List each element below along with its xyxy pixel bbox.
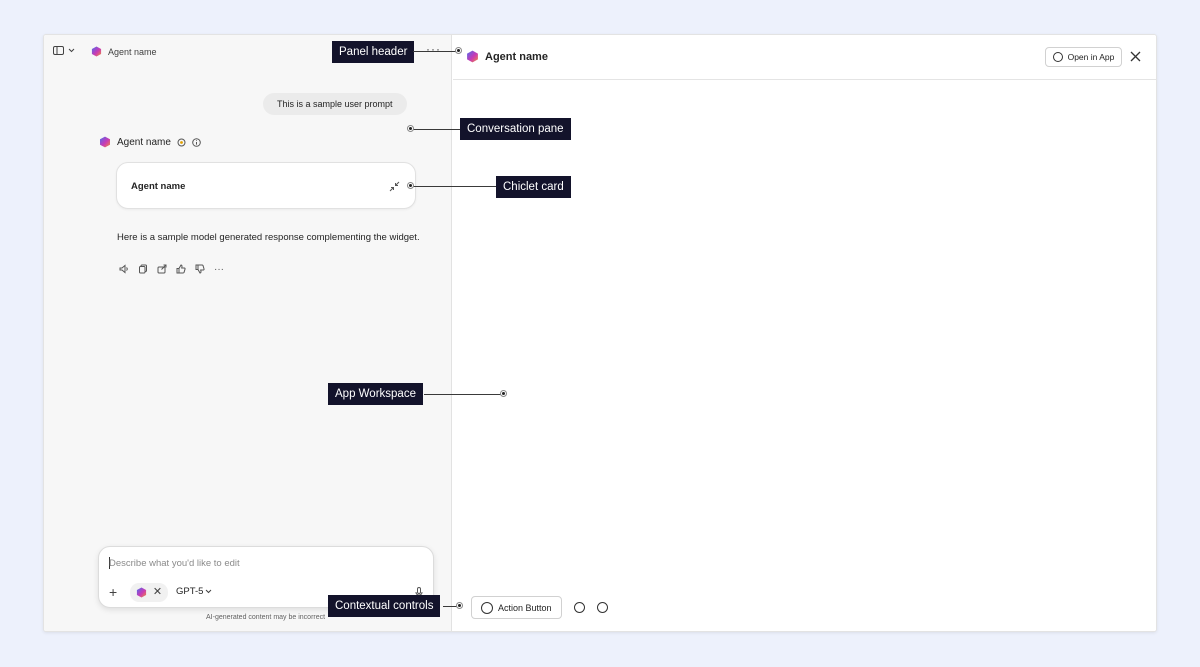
conversation-pane: Agent name ··· This is a sample user pro… [44,35,452,631]
callout-anchor-dot [408,183,413,188]
ai-disclaimer: AI-generated content may be incorrect [206,614,326,621]
agent-logo-icon [467,50,478,63]
action-button[interactable]: Action Button [471,596,562,619]
agent-logo-icon [136,587,146,598]
callout-leader-line [411,186,496,187]
prompt-input[interactable] [109,555,409,571]
circle-icon [1052,52,1063,62]
callout-leader-line [411,129,460,130]
chevron-down-icon [68,48,75,53]
sidebar-toggle-icon [53,46,64,55]
callout-anchor-dot [457,603,462,608]
callout-contextual-controls: Contextual controls [328,595,441,617]
add-attachment-button[interactable]: + [109,584,118,600]
copy-icon[interactable] [137,263,149,275]
open-in-app-button[interactable]: Open in App [1045,47,1122,67]
info-icon[interactable] [192,137,201,147]
callout-leader-line [424,394,504,395]
chiclet-title: Agent name [131,181,186,192]
agent-logo-icon [91,46,102,57]
context-control-circle-2[interactable] [596,602,608,613]
remove-agent-icon[interactable]: ✕ [152,586,163,598]
agent-logo-icon [100,136,110,148]
response-actions: ··· [118,263,225,275]
more-options-button[interactable]: ··· [426,42,441,56]
chiclet-card[interactable]: Agent name [116,162,416,209]
response-header: Agent name [99,136,201,148]
callout-anchor-dot [408,126,413,131]
callout-conversation-pane: Conversation pane [460,118,571,140]
user-prompt-bubble: This is a sample user prompt [263,93,407,115]
agent-chip[interactable]: ✕ [130,583,168,602]
more-icon[interactable]: ··· [214,263,224,275]
app-window: Agent name ··· This is a sample user pro… [43,34,1157,632]
callout-app-workspace: App Workspace [328,383,423,405]
open-in-app-label: Open in App [1067,52,1115,62]
callout-panel-header: Panel header [332,41,415,63]
panel-header-agent-name: Agent name [108,46,157,57]
circle-icon [481,601,493,614]
callout-leader-line [443,606,460,607]
thumbs-up-icon[interactable] [175,263,187,275]
sidebar-toggle-button[interactable] [53,46,75,55]
model-selector[interactable]: GPT-5 [176,586,212,597]
badge-icon[interactable] [177,138,186,147]
speaker-icon[interactable] [118,263,130,275]
share-icon[interactable] [156,263,168,275]
close-icon[interactable] [1130,49,1141,67]
callout-leader-line [413,51,458,52]
thumbs-down-icon[interactable] [194,263,206,275]
response-agent-name: Agent name [117,136,171,148]
response-text: Here is a sample model generated respons… [117,232,420,243]
callout-anchor-dot [456,48,461,53]
workspace-agent-name: Agent name [485,50,548,63]
callout-chiclet-card: Chiclet card [496,176,571,198]
context-control-circle-1[interactable] [573,602,585,613]
workspace-agent: Agent name [466,50,548,63]
panel-header-agent: Agent name [91,46,157,57]
action-button-label: Action Button [498,602,552,613]
chevron-down-icon [206,589,212,594]
contextual-controls: Action Button [471,596,608,619]
workspace-header: Agent name Open in App [453,35,1156,80]
collapse-icon[interactable] [389,179,400,197]
model-name: GPT-5 [176,586,204,597]
callout-anchor-dot [501,391,506,396]
